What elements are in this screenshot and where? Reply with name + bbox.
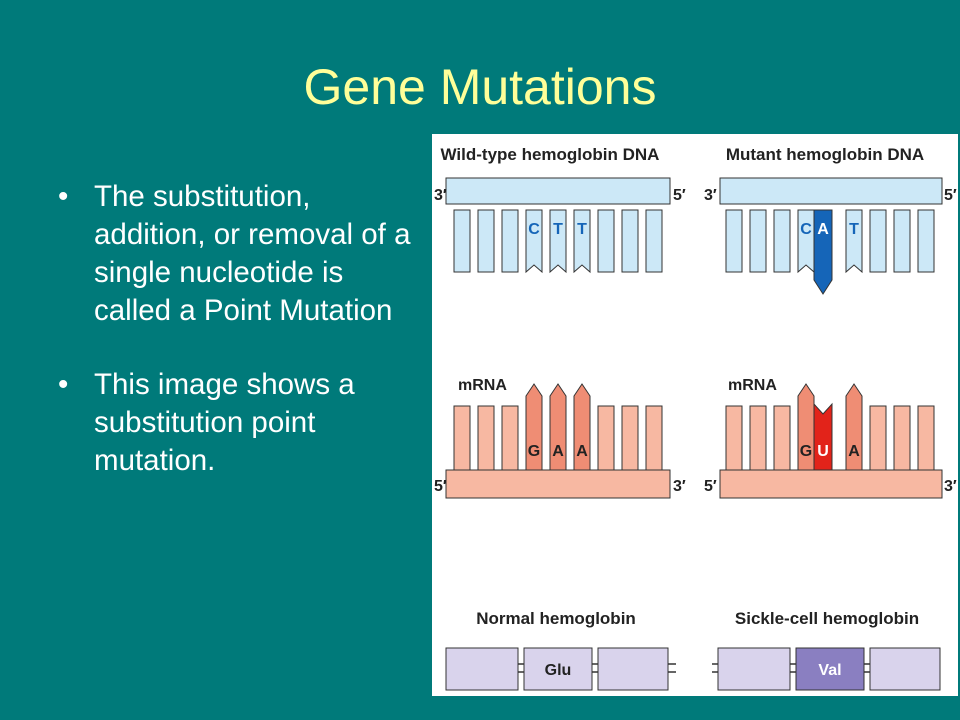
dna-base (573, 209, 591, 274)
rna-base (773, 405, 791, 471)
dna-base (917, 209, 935, 273)
wild-dna-strand: 3′ 5′ C T T (434, 177, 686, 274)
sickle-hb-title: Sickle-cell hemoglobin (735, 609, 919, 628)
amino-acid-block (717, 647, 791, 691)
amino-acid-block (445, 647, 519, 691)
bullet-glyph: • (58, 368, 69, 401)
dna-base (621, 209, 639, 273)
wild-mrna-strand: mRNA 5′ 3′ G A A (434, 377, 686, 499)
dna-base (749, 209, 767, 273)
amino-acid-block (597, 647, 669, 691)
mutant-mrna-backbone (719, 469, 943, 499)
mutant-dna-title: Mutant hemoglobin DNA (726, 145, 924, 164)
mutant-dna-base-letter: A (817, 221, 829, 238)
mutant-dna-3prime: 3′ (704, 187, 717, 204)
amino-acid-glu (523, 647, 593, 691)
bullet-glyph: • (58, 180, 69, 213)
rna-base (477, 405, 495, 471)
dna-base-letter: T (577, 221, 587, 238)
mutant-mrna-5prime: 5′ (704, 478, 717, 495)
bullet-text: This image shows a substitution point mu… (94, 368, 355, 477)
dna-base (453, 209, 471, 273)
dna-base (597, 209, 615, 273)
rna-base (749, 405, 767, 471)
rna-base-letter: A (552, 443, 564, 460)
rna-base-letter: A (576, 443, 588, 460)
amino-acid-val (795, 647, 865, 691)
slide-title: Gene Mutations (303, 59, 657, 115)
mutant-mrna-3prime: 3′ (944, 478, 957, 495)
rna-base-letter: G (528, 443, 540, 460)
dna-base (501, 209, 519, 273)
rna-base (893, 405, 911, 471)
wild-mrna-label: mRNA (458, 377, 507, 394)
dna-base (797, 209, 815, 274)
rna-base (869, 405, 887, 471)
rna-base (917, 405, 935, 471)
dna-base (549, 209, 567, 274)
rna-base (725, 405, 743, 471)
dna-base (477, 209, 495, 273)
dna-base (525, 209, 543, 274)
mutant-rna-base-letter: U (817, 443, 829, 460)
dna-base (869, 209, 887, 273)
wild-mrna-backbone (445, 469, 671, 499)
rna-base (453, 405, 471, 471)
mutant-dna-strand: 3′ 5′ C A T (704, 177, 957, 295)
dna-base (645, 209, 663, 273)
bullet-item: • This image shows a substitution point … (58, 366, 423, 480)
rna-base (501, 405, 519, 471)
mutant-rna-base (813, 402, 833, 471)
wild-mrna-5prime: 5′ (434, 478, 447, 495)
amino-acid-block (869, 647, 941, 691)
mutant-dna-base (813, 209, 833, 295)
rna-base (645, 405, 663, 471)
dna-base (893, 209, 911, 273)
rna-base-letter: G (800, 443, 812, 460)
mutation-diagram: Wild-type hemoglobin DNA Mutant hemoglob… (434, 145, 957, 691)
dna-base-letter: C (528, 221, 540, 238)
wild-dna-3prime: 3′ (434, 187, 447, 204)
normal-hb-title: Normal hemoglobin (476, 609, 636, 628)
wild-mrna-3prime: 3′ (673, 478, 686, 495)
bullet-item: • The substitution, addition, or removal… (58, 178, 423, 330)
dna-base-letter: T (849, 221, 859, 238)
normal-hemoglobin: Normal hemoglobin Glu (445, 609, 676, 691)
bullet-text: The substitution, addition, or removal o… (94, 180, 411, 327)
dna-base-letter: C (800, 221, 812, 238)
wild-dna-title: Wild-type hemoglobin DNA (441, 145, 660, 164)
rna-base (621, 405, 639, 471)
rna-base-letter: A (848, 443, 860, 460)
dna-base (845, 209, 863, 274)
amino-acid-label: Val (818, 662, 841, 679)
amino-acid-label: Glu (545, 662, 572, 679)
mutant-dna-backbone (719, 177, 943, 205)
dna-base (725, 209, 743, 273)
dna-base-letter: T (553, 221, 563, 238)
mutation-figure: Wild-type hemoglobin DNA Mutant hemoglob… (432, 134, 958, 696)
mutant-mrna-label: mRNA (728, 377, 777, 394)
dna-base (773, 209, 791, 273)
wild-dna-5prime: 5′ (673, 187, 686, 204)
mutant-dna-5prime: 5′ (944, 187, 957, 204)
mutant-mrna-strand: mRNA 5′ 3′ G U A (704, 377, 957, 499)
sickle-hemoglobin: Sickle-cell hemoglobin Val (712, 609, 941, 691)
wild-dna-backbone (445, 177, 671, 205)
bullet-list: • The substitution, addition, or removal… (58, 178, 423, 516)
rna-base (597, 405, 615, 471)
